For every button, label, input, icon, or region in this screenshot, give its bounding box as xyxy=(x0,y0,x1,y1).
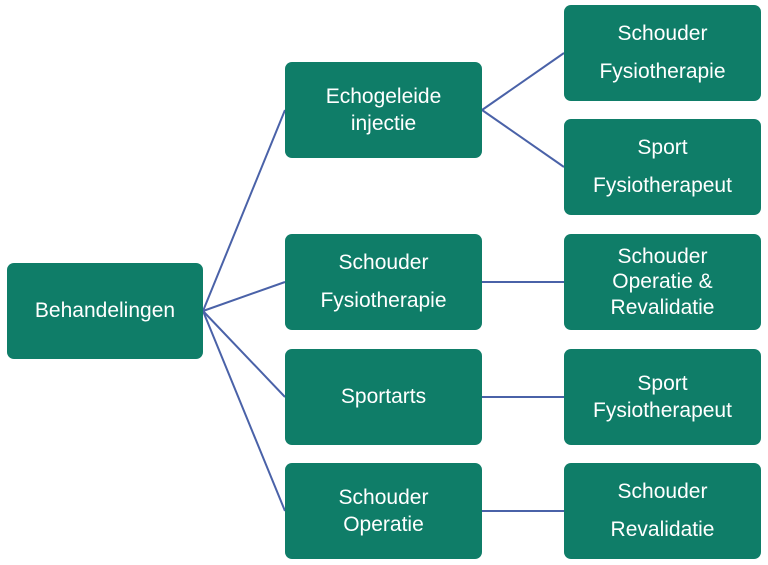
node-schouder-fysiotherapie-leaf: Schouder Fysiotherapie xyxy=(564,5,761,101)
node-label-line: Revalidatie xyxy=(610,518,715,541)
node-echogeleide-injectie: Echogeleide injectie xyxy=(285,62,482,158)
node-label-line: Sportarts xyxy=(340,385,427,409)
node-sportarts: Sportarts xyxy=(285,349,482,445)
connector-root-echogeleide xyxy=(202,109,286,312)
node-label-line: Schouder xyxy=(338,251,429,275)
node-label-line: Fysiotherapie xyxy=(599,60,726,83)
node-sport-fysiotherapeut-leaf-2: Sport Fysiotherapeut xyxy=(564,349,761,445)
node-label-line: Fysiotherapie xyxy=(320,289,447,312)
node-label-line: Schouder xyxy=(617,480,708,504)
node-label-line: Operatie xyxy=(343,513,424,536)
node-schouder-revalidatie: Schouder Revalidatie xyxy=(564,463,761,559)
node-label-line: Operatie & xyxy=(612,270,713,294)
node-schouder-operatie-revalidatie: Schouder Operatie & Revalidatie xyxy=(564,234,761,330)
node-label-line: Schouder xyxy=(617,245,708,269)
node-label-line: Fysiotherapeut xyxy=(593,174,732,197)
connector-echogeleide-sport-fysiotherapeut xyxy=(481,109,565,168)
connector-echogeleide-schouder-fysiotherapie xyxy=(481,52,565,111)
node-schouder-operatie: Schouder Operatie xyxy=(285,463,482,559)
node-label-line: Behandelingen xyxy=(34,299,176,323)
connector-root-schouder-operatie xyxy=(202,310,286,512)
root-node-behandelingen: Behandelingen xyxy=(7,263,203,359)
node-label-line: Sport xyxy=(637,371,688,395)
connector-root-sportarts xyxy=(202,310,286,398)
node-schouder-fysiotherapie: Schouder Fysiotherapie xyxy=(285,234,482,330)
node-label-line: Schouder xyxy=(617,22,708,46)
node-label-line: Sport xyxy=(637,136,688,160)
node-sport-fysiotherapeut-leaf-1: Sport Fysiotherapeut xyxy=(564,119,761,215)
node-label-line: injectie xyxy=(350,112,417,135)
node-label-line: Schouder xyxy=(338,485,429,509)
connector-root-schouder-fysiotherapie xyxy=(202,281,286,312)
node-label-line: Fysiotherapeut xyxy=(593,399,732,422)
node-label-line: Echogeleide xyxy=(325,84,442,108)
node-label-line: Revalidatie xyxy=(610,295,715,319)
